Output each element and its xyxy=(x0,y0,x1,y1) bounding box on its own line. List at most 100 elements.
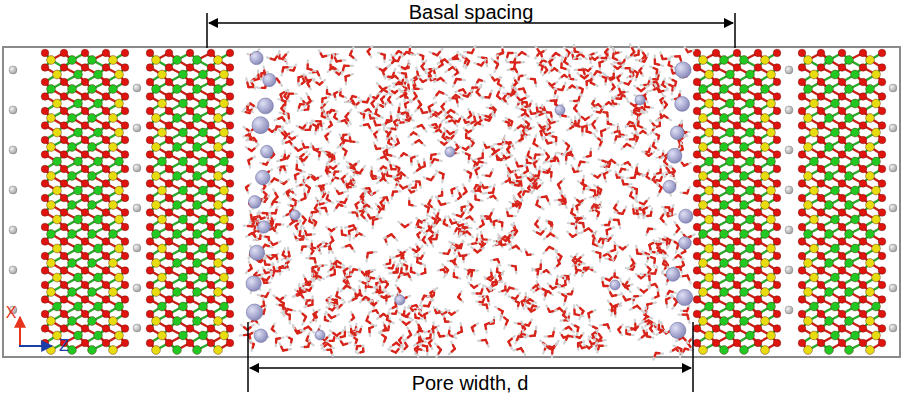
clay-atom xyxy=(733,180,741,188)
clay-atom xyxy=(207,194,215,202)
clay-atom xyxy=(746,273,755,282)
clay-atom xyxy=(733,325,741,333)
clay-atom xyxy=(720,230,729,239)
clay-atom xyxy=(81,78,89,86)
clay-atom xyxy=(878,136,886,144)
clay-atom xyxy=(726,273,735,282)
clay-atom xyxy=(53,99,62,108)
clay-atom xyxy=(186,223,194,231)
clay-atom xyxy=(712,165,720,173)
clay-atom xyxy=(179,273,188,282)
clay-atom xyxy=(226,165,234,173)
clay-atom xyxy=(146,267,154,275)
clay-atom xyxy=(831,99,840,108)
clay-atom xyxy=(754,252,762,260)
clay-atom xyxy=(838,64,846,72)
clay-atom xyxy=(226,151,234,159)
clay-atom xyxy=(53,273,62,282)
clay-atom xyxy=(878,107,886,115)
clay-atom xyxy=(872,128,881,137)
clay-atom xyxy=(53,186,62,195)
clay-atom xyxy=(179,70,188,79)
clay-atom xyxy=(720,346,729,355)
clay-atom xyxy=(81,93,89,101)
clay-atom xyxy=(720,172,729,181)
clay-atom xyxy=(773,267,781,275)
clay-atom xyxy=(41,325,49,333)
clay-atom xyxy=(733,209,741,217)
clay-atom xyxy=(41,49,49,57)
clay-atom xyxy=(866,230,875,239)
clay-atom xyxy=(165,107,173,115)
clay-atom xyxy=(146,194,154,202)
clay-atom xyxy=(872,186,881,195)
clay-atom xyxy=(220,215,229,224)
clay-atom xyxy=(41,252,49,260)
clay-atom xyxy=(60,252,68,260)
clay-atom xyxy=(60,49,68,57)
clay-atom xyxy=(838,209,846,217)
clay-atom xyxy=(81,252,89,260)
clay-atom xyxy=(60,64,68,72)
clay-atom xyxy=(152,56,161,65)
clay-atom xyxy=(761,259,770,268)
clay-atom xyxy=(173,230,182,239)
clay-atom xyxy=(754,209,762,217)
clay-atom xyxy=(746,215,755,224)
clay-atom xyxy=(712,296,720,304)
clay-atom xyxy=(165,296,173,304)
clay-atom xyxy=(207,339,215,347)
clay-atom xyxy=(94,99,103,108)
clay-atom xyxy=(207,107,215,115)
clay-atom xyxy=(68,143,77,152)
clay-atom xyxy=(746,70,755,79)
clay-atom xyxy=(878,180,886,188)
clay-atom xyxy=(115,157,124,166)
clay-atom xyxy=(68,288,77,297)
clay-atom xyxy=(754,325,762,333)
clay-atom xyxy=(102,194,110,202)
clay-atom xyxy=(859,223,867,231)
clay-atom xyxy=(773,64,781,72)
clay-atom xyxy=(705,215,714,224)
clay-atom xyxy=(214,201,223,210)
clay-atom xyxy=(102,281,110,289)
clay-atom xyxy=(146,281,154,289)
clay-atom xyxy=(68,114,77,123)
clay-atom xyxy=(102,296,110,304)
clay-atom xyxy=(693,267,701,275)
clay-atom xyxy=(733,339,741,347)
clay-atom xyxy=(705,244,714,253)
clay-atom xyxy=(740,346,749,355)
clay-atom xyxy=(878,93,886,101)
clay-atom xyxy=(173,56,182,65)
clay-atom xyxy=(740,85,749,94)
clay-atom xyxy=(68,201,77,210)
clay-atom xyxy=(878,165,886,173)
clay-atom xyxy=(186,267,194,275)
clay-atom xyxy=(60,165,68,173)
clay-atom xyxy=(878,223,886,231)
clay-atom xyxy=(859,194,867,202)
clay-atom xyxy=(705,331,714,340)
clay-atom xyxy=(115,128,124,137)
clay-atom xyxy=(179,244,188,253)
clay-atom xyxy=(831,157,840,166)
clay-atom xyxy=(186,107,194,115)
clay-atom xyxy=(740,288,749,297)
clay-atom xyxy=(207,252,215,260)
clay-atom xyxy=(831,215,840,224)
clay-atom xyxy=(705,99,714,108)
clay-atom xyxy=(761,201,770,210)
clay-atom xyxy=(158,186,167,195)
clay-atom xyxy=(733,310,741,318)
clay-atom xyxy=(74,244,83,253)
clay-atom xyxy=(152,346,161,355)
clay-atom xyxy=(186,151,194,159)
clay-atom xyxy=(173,114,182,123)
clay-atom xyxy=(754,78,762,86)
clay-atom xyxy=(214,317,223,326)
clay-atom xyxy=(74,273,83,282)
clay-atom xyxy=(81,223,89,231)
clay-atom xyxy=(220,70,229,79)
